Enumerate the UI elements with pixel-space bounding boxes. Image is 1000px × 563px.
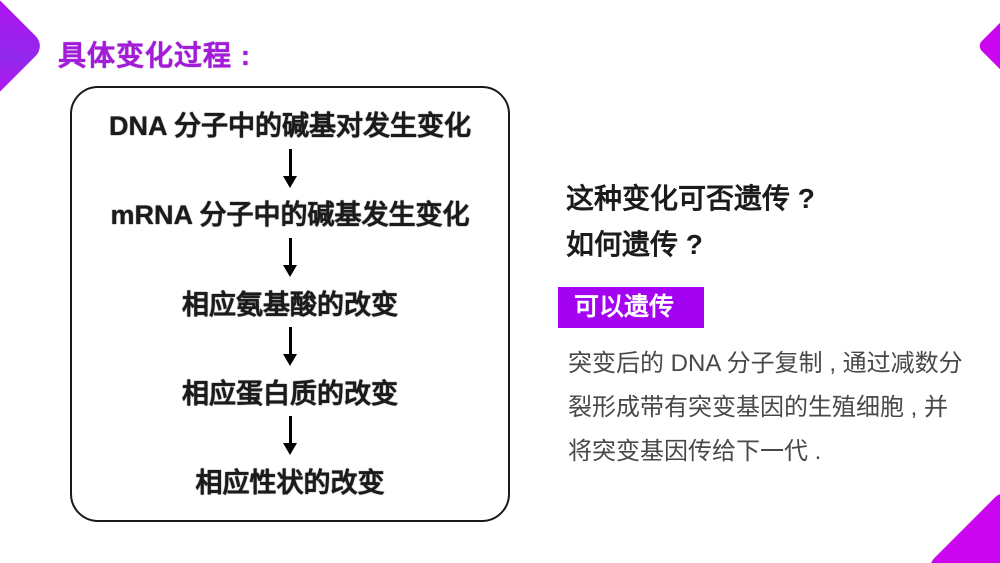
arrow-shaft bbox=[288, 237, 292, 265]
arrow-head bbox=[283, 354, 297, 367]
answer-line-2: 裂形成带有突变基因的生殖细胞 , 并 bbox=[568, 394, 949, 421]
arrow-head bbox=[283, 175, 297, 188]
corner-triangle-bottom-right bbox=[924, 487, 1000, 563]
question-text: 这种变化可否遗传 ? 如何遗传 ? bbox=[566, 176, 815, 268]
answer-line-3: 将突变基因传给下一代 . bbox=[568, 438, 822, 465]
answer-line-1: 突变后的 DNA 分子复制 , 通过减数分 bbox=[568, 350, 963, 377]
arrow-shaft bbox=[288, 327, 292, 355]
flowchart-box: DNA 分子中的碱基对发生变化 mRNA 分子中的碱基发生变化 相应氨基酸的改变… bbox=[70, 86, 510, 522]
question-line-2: 如何遗传 ? bbox=[566, 229, 703, 260]
flow-step-amino-acid: 相应氨基酸的改变 bbox=[182, 289, 398, 320]
flow-step-trait: 相应性状的改变 bbox=[195, 468, 385, 498]
arrow-shaft bbox=[288, 416, 292, 444]
flow-step-mrna: mRNA 分子中的碱基发生变化 bbox=[110, 200, 470, 231]
answer-badge: 可以遗传 bbox=[558, 287, 704, 328]
flow-step-dna: DNA 分子中的碱基对发生变化 bbox=[109, 111, 471, 141]
flow-step-protein: 相应蛋白质的改变 bbox=[182, 378, 398, 409]
slide-title: 具体变化过程 : bbox=[58, 40, 252, 71]
down-arrow-icon bbox=[283, 327, 297, 367]
question-line-1: 这种变化可否遗传 ? bbox=[566, 183, 815, 214]
answer-paragraph: 突变后的 DNA 分子复制 , 通过减数分 裂形成带有突变基因的生殖细胞 , 并… bbox=[568, 342, 963, 474]
corner-diamond-top-right bbox=[976, 14, 1000, 78]
down-arrow-icon bbox=[283, 416, 297, 456]
corner-diamond-top-left bbox=[0, 0, 46, 110]
arrow-shaft bbox=[288, 148, 292, 176]
arrow-head bbox=[283, 264, 297, 277]
arrow-head bbox=[283, 443, 297, 456]
down-arrow-icon bbox=[283, 237, 297, 277]
down-arrow-icon bbox=[283, 148, 297, 188]
